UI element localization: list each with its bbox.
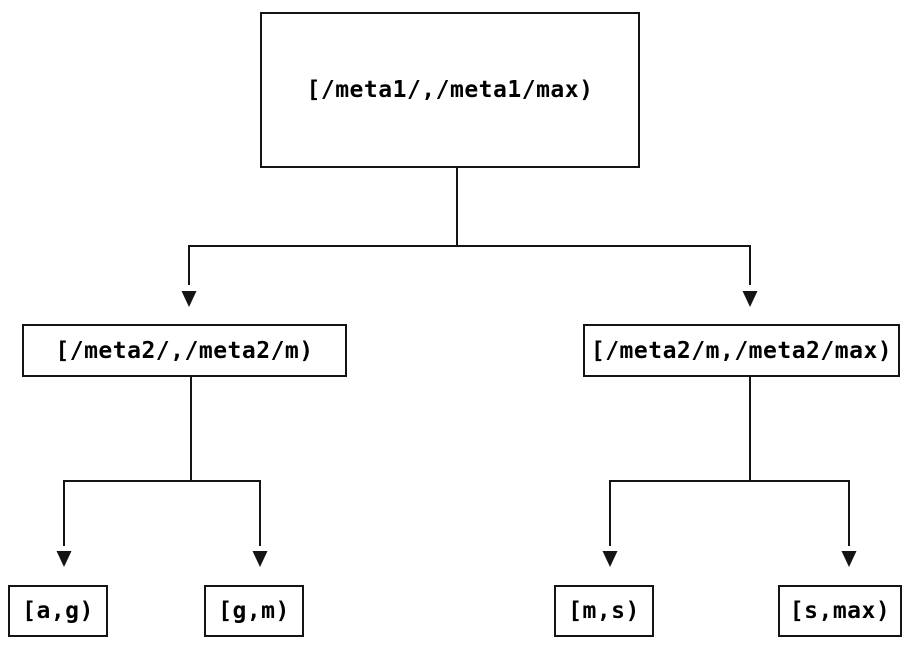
- edge-meta2-upper-branch: [609, 480, 850, 546]
- node-meta2-upper: [/meta2/m,/meta2/max): [583, 324, 900, 377]
- node-leaf-s-max-label: [s,max): [789, 598, 891, 624]
- node-root: [/meta1/,/meta1/max): [260, 12, 640, 168]
- node-meta2-lower-label: [/meta2/,/meta2/m): [55, 337, 314, 364]
- node-leaf-a-g-label: [a,g): [22, 598, 94, 624]
- node-root-label: [/meta1/,/meta1/max): [306, 77, 594, 103]
- arrow-down-icon: [252, 551, 268, 567]
- edge-meta2-lower-branch: [63, 480, 261, 546]
- node-leaf-a-g: [a,g): [8, 585, 108, 637]
- node-leaf-m-s-label: [m,s): [568, 598, 640, 624]
- arrow-down-icon: [742, 291, 758, 307]
- arrow-down-icon: [181, 291, 197, 307]
- arrow-down-icon: [841, 551, 857, 567]
- node-meta2-upper-label: [/meta2/m,/meta2/max): [590, 337, 893, 364]
- node-leaf-m-s: [m,s): [554, 585, 654, 637]
- arrow-down-icon: [602, 551, 618, 567]
- edge-root-branch: [188, 245, 751, 285]
- node-leaf-g-m: [g,m): [204, 585, 304, 637]
- node-leaf-s-max: [s,max): [778, 585, 902, 637]
- arrow-down-icon: [56, 551, 72, 567]
- node-leaf-g-m-label: [g,m): [218, 598, 290, 624]
- node-meta2-lower: [/meta2/,/meta2/m): [22, 324, 347, 377]
